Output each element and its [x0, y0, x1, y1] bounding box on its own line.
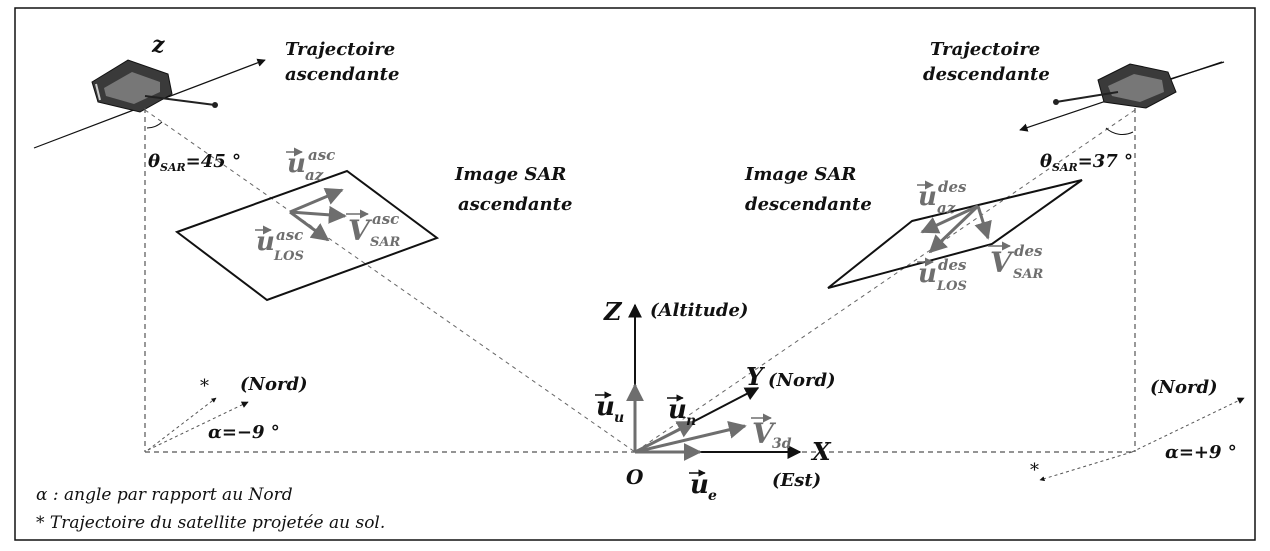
u-az-asc-label: u az asc [286, 146, 335, 184]
alpha-left-label: α=−9 ° [208, 422, 280, 443]
axis-y-label: Y [746, 362, 766, 391]
u-u-label: u u [595, 391, 624, 426]
v-3d-arrow [634, 420, 747, 454]
alpha-right-label: α=+9 ° [1165, 442, 1237, 463]
left-sat-track-arrow [147, 397, 217, 451]
theta-des-arc [1105, 127, 1134, 135]
img-des-line1: Image SAR [744, 164, 856, 185]
nord-right-label: (Nord) [1150, 377, 1218, 398]
svg-text:LOS: LOS [273, 249, 304, 264]
los-asc-dashed [144, 109, 636, 453]
footnote-alpha: α : angle par rapport au Nord [36, 485, 293, 505]
theta-des-label: θSAR=37 ° [1040, 151, 1133, 174]
axis-z-label: Z [603, 297, 623, 326]
svg-text:u: u [690, 470, 709, 500]
img-des-line2: descendante [745, 194, 872, 215]
v-sar-asc-label: V SAR asc [346, 209, 400, 250]
footnote-star: * Trajectoire du satellite projetée au s… [36, 513, 385, 533]
origin-label: O [626, 465, 644, 489]
u-n-arrow [634, 420, 696, 454]
image-sar-asc-frame [174, 169, 440, 302]
svg-text:V: V [990, 246, 1015, 279]
img-asc-line1: Image SAR [454, 164, 566, 185]
traj-des-line2: descendante [923, 64, 1050, 85]
svg-text:asc: asc [372, 210, 399, 228]
svg-text:des: des [938, 256, 967, 274]
svg-text:u: u [256, 227, 275, 257]
svg-text:n: n [686, 413, 696, 429]
svg-text:u: u [918, 182, 937, 212]
u-los-des-label: u LOS des [917, 256, 967, 294]
altitude-label: (Altitude) [650, 300, 748, 321]
svg-text:V: V [752, 417, 777, 450]
svg-text:LOS: LOS [936, 279, 967, 294]
est-label: (Est) [772, 470, 821, 491]
svg-text:des: des [938, 178, 967, 196]
satellite-right-icon [1019, 61, 1225, 132]
nord-y-label: (Nord) [768, 370, 836, 391]
z-label: z [151, 32, 165, 58]
svg-text:SAR: SAR [1013, 267, 1043, 282]
v-sar-des-arrow [974, 205, 992, 240]
axis-x-label: X [810, 437, 832, 466]
svg-text:asc: asc [276, 226, 303, 244]
svg-text:u: u [287, 149, 306, 179]
v-3d-label: V 3d [751, 413, 792, 452]
svg-text:asc: asc [308, 146, 335, 164]
los-des-dashed [634, 109, 1136, 453]
right-star: * [1030, 460, 1039, 481]
u-los-asc-arrow [289, 210, 330, 242]
svg-text:u: u [668, 395, 687, 425]
nord-left-label: (Nord) [240, 374, 308, 395]
right-sat-track-arrow [1039, 451, 1133, 482]
left-star: * [200, 376, 209, 397]
svg-text:V: V [348, 214, 373, 247]
svg-text:des: des [1014, 242, 1043, 260]
svg-text:az: az [937, 199, 956, 217]
svg-text:u: u [614, 410, 624, 426]
satellite-left-icon [33, 58, 266, 149]
u-n-label: u n [667, 394, 696, 429]
u-e-label: u e [689, 469, 717, 504]
img-asc-line2: ascendante [458, 194, 572, 215]
traj-des-line1: Trajectoire [930, 39, 1040, 60]
u-az-asc-arrow [289, 188, 344, 214]
right-north-arrow [1131, 397, 1245, 453]
traj-asc-line1: Trajectoire [285, 39, 395, 60]
traj-asc-line2: ascendante [285, 64, 399, 85]
svg-text:u: u [918, 259, 937, 289]
svg-text:SAR: SAR [370, 235, 400, 250]
left-north-arrow [147, 401, 249, 451]
v-sar-des-label: V SAR des [988, 241, 1043, 282]
u-az-des-label: u az des [917, 178, 967, 217]
theta-asc-label: θSAR=45 ° [148, 151, 241, 174]
svg-text:e: e [708, 488, 717, 504]
v-sar-asc-arrow [289, 205, 347, 224]
svg-text:3d: 3d [772, 436, 792, 452]
svg-text:az: az [305, 166, 324, 184]
u-los-des-arrow [928, 204, 980, 254]
u-los-asc-label: u LOS asc [255, 225, 304, 264]
outer-border [14, 7, 1256, 541]
theta-asc-arc [146, 121, 163, 129]
u-az-des-arrow [920, 204, 979, 234]
image-sar-des-frame [827, 179, 1083, 289]
svg-text:u: u [596, 392, 615, 422]
